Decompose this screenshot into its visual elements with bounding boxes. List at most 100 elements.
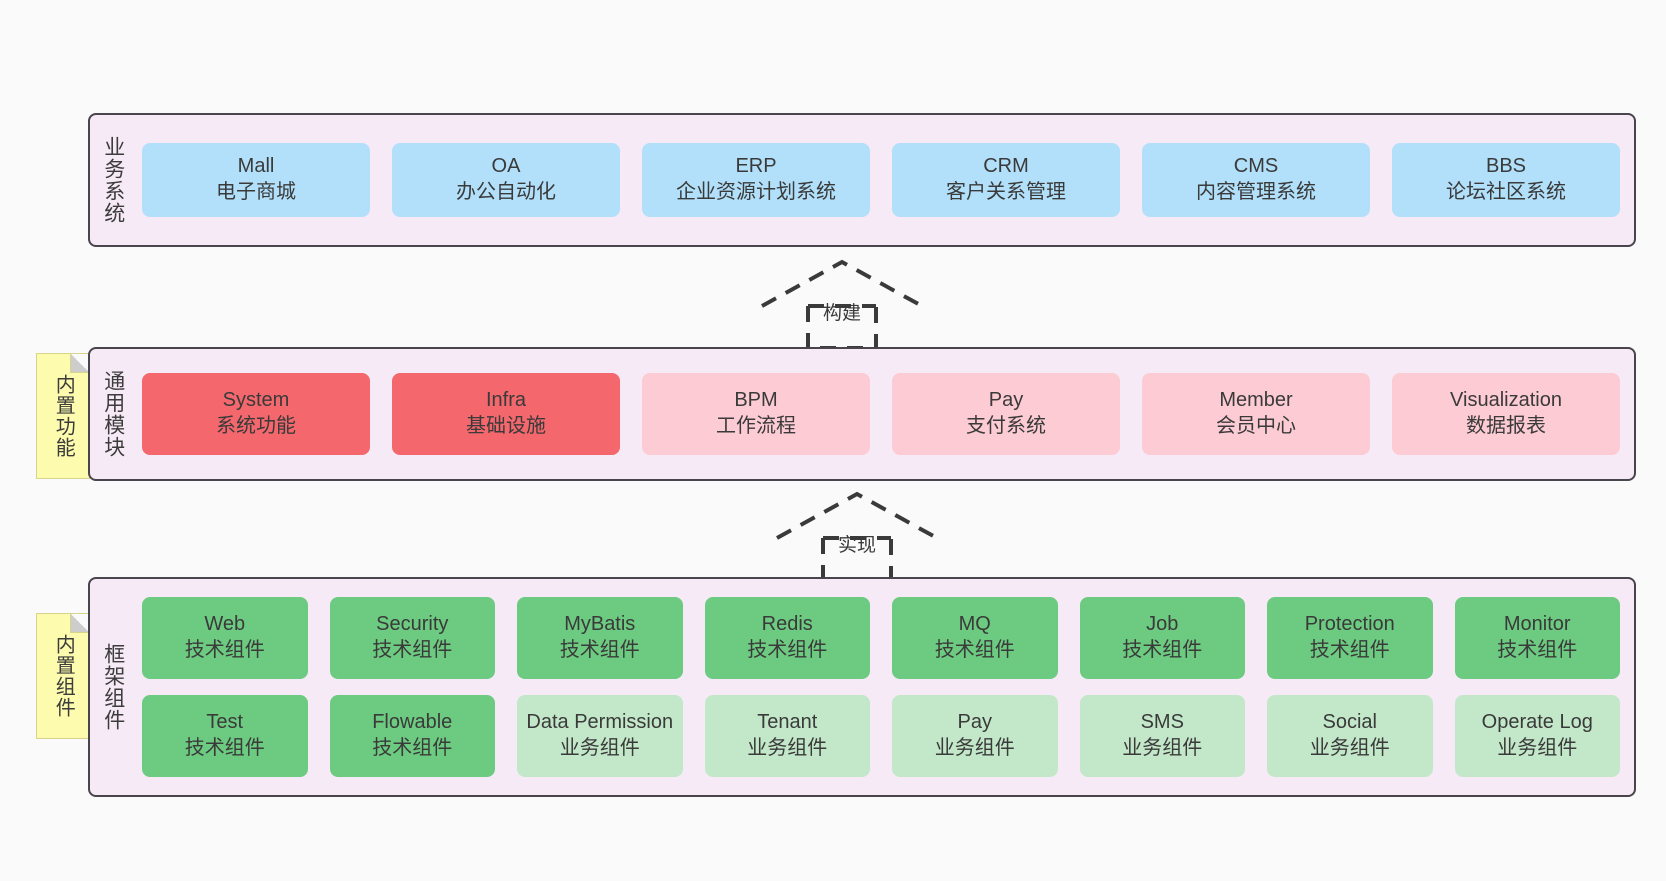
node-bpm-en: BPM bbox=[734, 389, 778, 412]
layer-framework-components: 框架组件 Web 技术组件 Security 技术组件 MyBatis 技术组件… bbox=[88, 577, 1636, 797]
connector-build-arrow-icon bbox=[761, 259, 923, 350]
node-bbs-cn: 论坛社区系统 bbox=[1446, 181, 1566, 203]
node-bpm[interactable]: BPM 工作流程 bbox=[642, 373, 870, 455]
node-social[interactable]: Social 业务组件 bbox=[1267, 695, 1433, 777]
connector-implement: 实现 bbox=[757, 488, 957, 584]
node-tenant-cn: 业务组件 bbox=[747, 737, 828, 759]
node-flowable-en: Flowable bbox=[372, 711, 453, 734]
business-systems-row: Mall 电子商城 OA 办公自动化 ERP 企业资源计划系统 CRM 客户关系… bbox=[142, 143, 1620, 217]
node-visualization-cn: 数据报表 bbox=[1466, 415, 1546, 437]
node-mybatis-cn: 技术组件 bbox=[559, 639, 640, 661]
node-erp-cn: 企业资源计划系统 bbox=[676, 181, 836, 203]
node-pay-module-en: Pay bbox=[988, 389, 1024, 412]
node-operate-log[interactable]: Operate Log 业务组件 bbox=[1454, 695, 1620, 777]
node-mall[interactable]: Mall 电子商城 bbox=[142, 143, 370, 217]
layer-body-framework-components: Web 技术组件 Security 技术组件 MyBatis 技术组件 Redi… bbox=[136, 579, 1634, 795]
node-member[interactable]: Member 会员中心 bbox=[1142, 373, 1370, 455]
node-mybatis[interactable]: MyBatis 技术组件 bbox=[517, 597, 683, 679]
node-redis[interactable]: Redis 技术组件 bbox=[704, 597, 870, 679]
node-social-en: Social bbox=[1322, 711, 1377, 734]
node-job[interactable]: Job 技术组件 bbox=[1079, 597, 1245, 679]
node-infra[interactable]: Infra 基础设施 bbox=[392, 373, 620, 455]
node-operate-log-cn: 业务组件 bbox=[1497, 737, 1578, 759]
node-pay-component-cn: 业务组件 bbox=[934, 737, 1015, 759]
node-job-en: Job bbox=[1146, 613, 1179, 636]
node-infra-en: Infra bbox=[485, 389, 527, 412]
node-flowable-cn: 技术组件 bbox=[372, 737, 453, 759]
layer-body-common-modules: System 系统功能 Infra 基础设施 BPM 工作流程 Pay 支付系统… bbox=[136, 349, 1634, 479]
node-operate-log-en: Operate Log bbox=[1481, 711, 1593, 734]
node-pay-component[interactable]: Pay 业务组件 bbox=[892, 695, 1058, 777]
node-flowable[interactable]: Flowable 技术组件 bbox=[329, 695, 495, 777]
node-pay-module-cn: 支付系统 bbox=[966, 415, 1046, 437]
node-monitor-en: Monitor bbox=[1503, 613, 1571, 636]
node-data-permission-cn: 业务组件 bbox=[559, 737, 640, 759]
node-crm-en: CRM bbox=[983, 155, 1029, 178]
node-visualization-en: Visualization bbox=[1450, 389, 1562, 412]
node-crm-cn: 客户关系管理 bbox=[946, 181, 1066, 203]
note-built-in-functions: 内置功能 bbox=[36, 353, 90, 479]
node-sms-en: SMS bbox=[1140, 711, 1184, 734]
node-sms-cn: 业务组件 bbox=[1122, 737, 1203, 759]
layer-title-framework-components: 框架组件 bbox=[101, 643, 125, 731]
node-mq-cn: 技术组件 bbox=[934, 639, 1015, 661]
node-cms[interactable]: CMS 内容管理系统 bbox=[1142, 143, 1370, 217]
node-job-cn: 技术组件 bbox=[1122, 639, 1203, 661]
node-data-permission-en: Data Permission bbox=[526, 711, 674, 734]
node-tenant-en: Tenant bbox=[757, 711, 818, 734]
node-tenant[interactable]: Tenant 业务组件 bbox=[704, 695, 870, 777]
node-protection-cn: 技术组件 bbox=[1309, 639, 1390, 661]
connector-implement-label: 实现 bbox=[837, 535, 876, 556]
node-system-cn: 系统功能 bbox=[216, 415, 296, 437]
node-pay-component-en: Pay bbox=[957, 711, 992, 734]
node-visualization[interactable]: Visualization 数据报表 bbox=[1392, 373, 1620, 455]
node-crm[interactable]: CRM 客户关系管理 bbox=[892, 143, 1120, 217]
framework-business-row: Test 技术组件 Flowable 技术组件 Data Permission … bbox=[142, 695, 1620, 777]
node-mybatis-en: MyBatis bbox=[564, 613, 636, 636]
node-member-cn: 会员中心 bbox=[1216, 415, 1296, 437]
node-mall-en: Mall bbox=[237, 155, 275, 178]
node-redis-cn: 技术组件 bbox=[747, 639, 828, 661]
node-erp-en: ERP bbox=[735, 155, 777, 178]
node-oa-en: OA bbox=[491, 155, 521, 178]
connector-build: 构建 bbox=[742, 256, 942, 352]
note-built-in-components-label: 内置组件 bbox=[52, 634, 75, 718]
node-security-en: Security bbox=[376, 613, 449, 636]
node-social-cn: 业务组件 bbox=[1309, 737, 1390, 759]
node-cms-cn: 内容管理系统 bbox=[1196, 181, 1316, 203]
connector-implement-arrow-icon bbox=[776, 491, 938, 582]
node-sms[interactable]: SMS 业务组件 bbox=[1079, 695, 1245, 777]
layer-title-business-systems: 业务系统 bbox=[101, 136, 125, 224]
common-modules-row: System 系统功能 Infra 基础设施 BPM 工作流程 Pay 支付系统… bbox=[142, 373, 1620, 455]
node-test-en: Test bbox=[206, 711, 244, 734]
node-pay-module[interactable]: Pay 支付系统 bbox=[892, 373, 1120, 455]
node-system[interactable]: System 系统功能 bbox=[142, 373, 370, 455]
node-redis-en: Redis bbox=[761, 613, 813, 636]
node-infra-cn: 基础设施 bbox=[466, 415, 546, 437]
node-system-en: System bbox=[222, 389, 290, 412]
node-bbs[interactable]: BBS 论坛社区系统 bbox=[1392, 143, 1620, 217]
node-bpm-cn: 工作流程 bbox=[716, 415, 796, 437]
node-test-cn: 技术组件 bbox=[184, 737, 265, 759]
node-web-en: Web bbox=[204, 613, 246, 636]
connector-build-label: 构建 bbox=[822, 303, 861, 324]
node-protection[interactable]: Protection 技术组件 bbox=[1267, 597, 1433, 679]
node-web-cn: 技术组件 bbox=[184, 639, 265, 661]
node-oa[interactable]: OA 办公自动化 bbox=[392, 143, 620, 217]
layer-title-common-modules: 通用模块 bbox=[101, 370, 125, 458]
node-monitor-cn: 技术组件 bbox=[1497, 639, 1578, 661]
node-mall-cn: 电子商城 bbox=[216, 181, 296, 203]
node-test[interactable]: Test 技术组件 bbox=[142, 695, 308, 777]
note-built-in-components: 内置组件 bbox=[36, 613, 90, 739]
node-monitor[interactable]: Monitor 技术组件 bbox=[1454, 597, 1620, 679]
node-data-permission[interactable]: Data Permission 业务组件 bbox=[517, 695, 683, 777]
layer-business-systems: 业务系统 Mall 电子商城 OA 办公自动化 ERP 企业资源计划系统 CRM… bbox=[88, 113, 1636, 247]
node-mq[interactable]: MQ 技术组件 bbox=[892, 597, 1058, 679]
node-member-en: Member bbox=[1219, 389, 1293, 412]
node-erp[interactable]: ERP 企业资源计划系统 bbox=[642, 143, 870, 217]
node-cms-en: CMS bbox=[1233, 155, 1279, 178]
node-web[interactable]: Web 技术组件 bbox=[142, 597, 308, 679]
node-mq-en: MQ bbox=[958, 613, 991, 636]
node-security[interactable]: Security 技术组件 bbox=[329, 597, 495, 679]
